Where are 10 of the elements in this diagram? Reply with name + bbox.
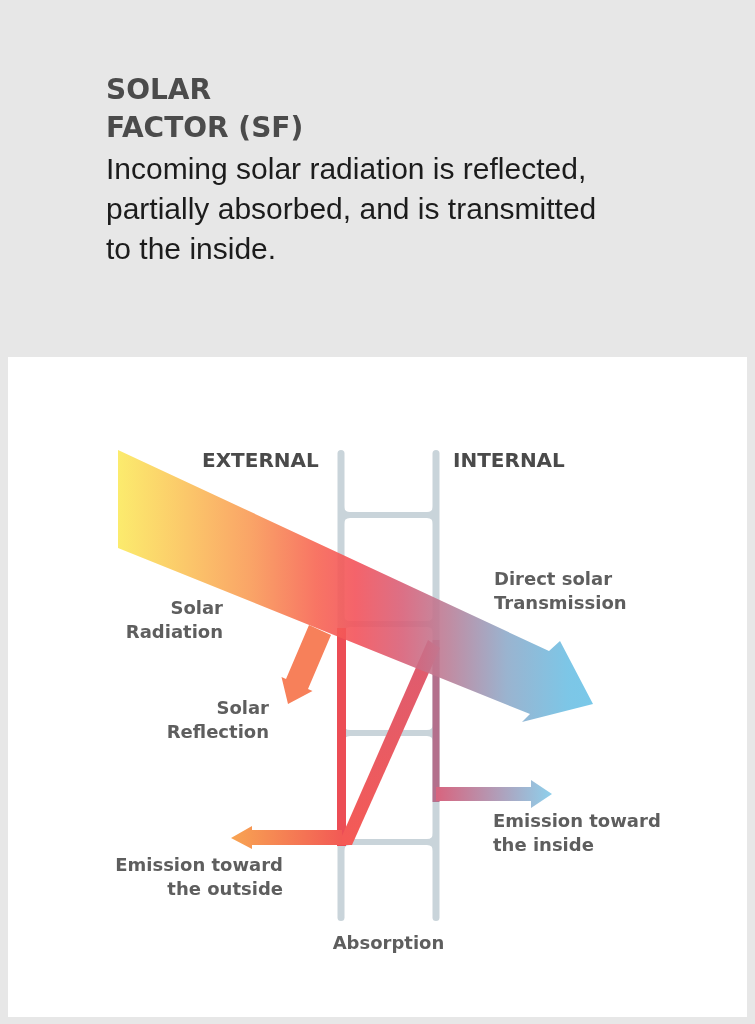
description-text: Incoming solar radiation is reflected, partially absorbed, and is transmitted to the inside. [106,151,598,267]
radiation-label: Direct solar Transmission [494,567,628,615]
zone-label: EXTERNAL [202,448,320,472]
radiation-label: Emission toward the outside [114,853,283,901]
radiation-label: Absorption [332,931,445,955]
zone-label: INTERNAL [453,448,566,472]
radiation-label: Emission toward the inside [493,809,662,857]
radiation-label: Solar Reflection [165,696,269,744]
diagram-title: SOLAR FACTOR (SF) [106,72,305,146]
radiation-label: Solar Radiation [124,596,223,644]
